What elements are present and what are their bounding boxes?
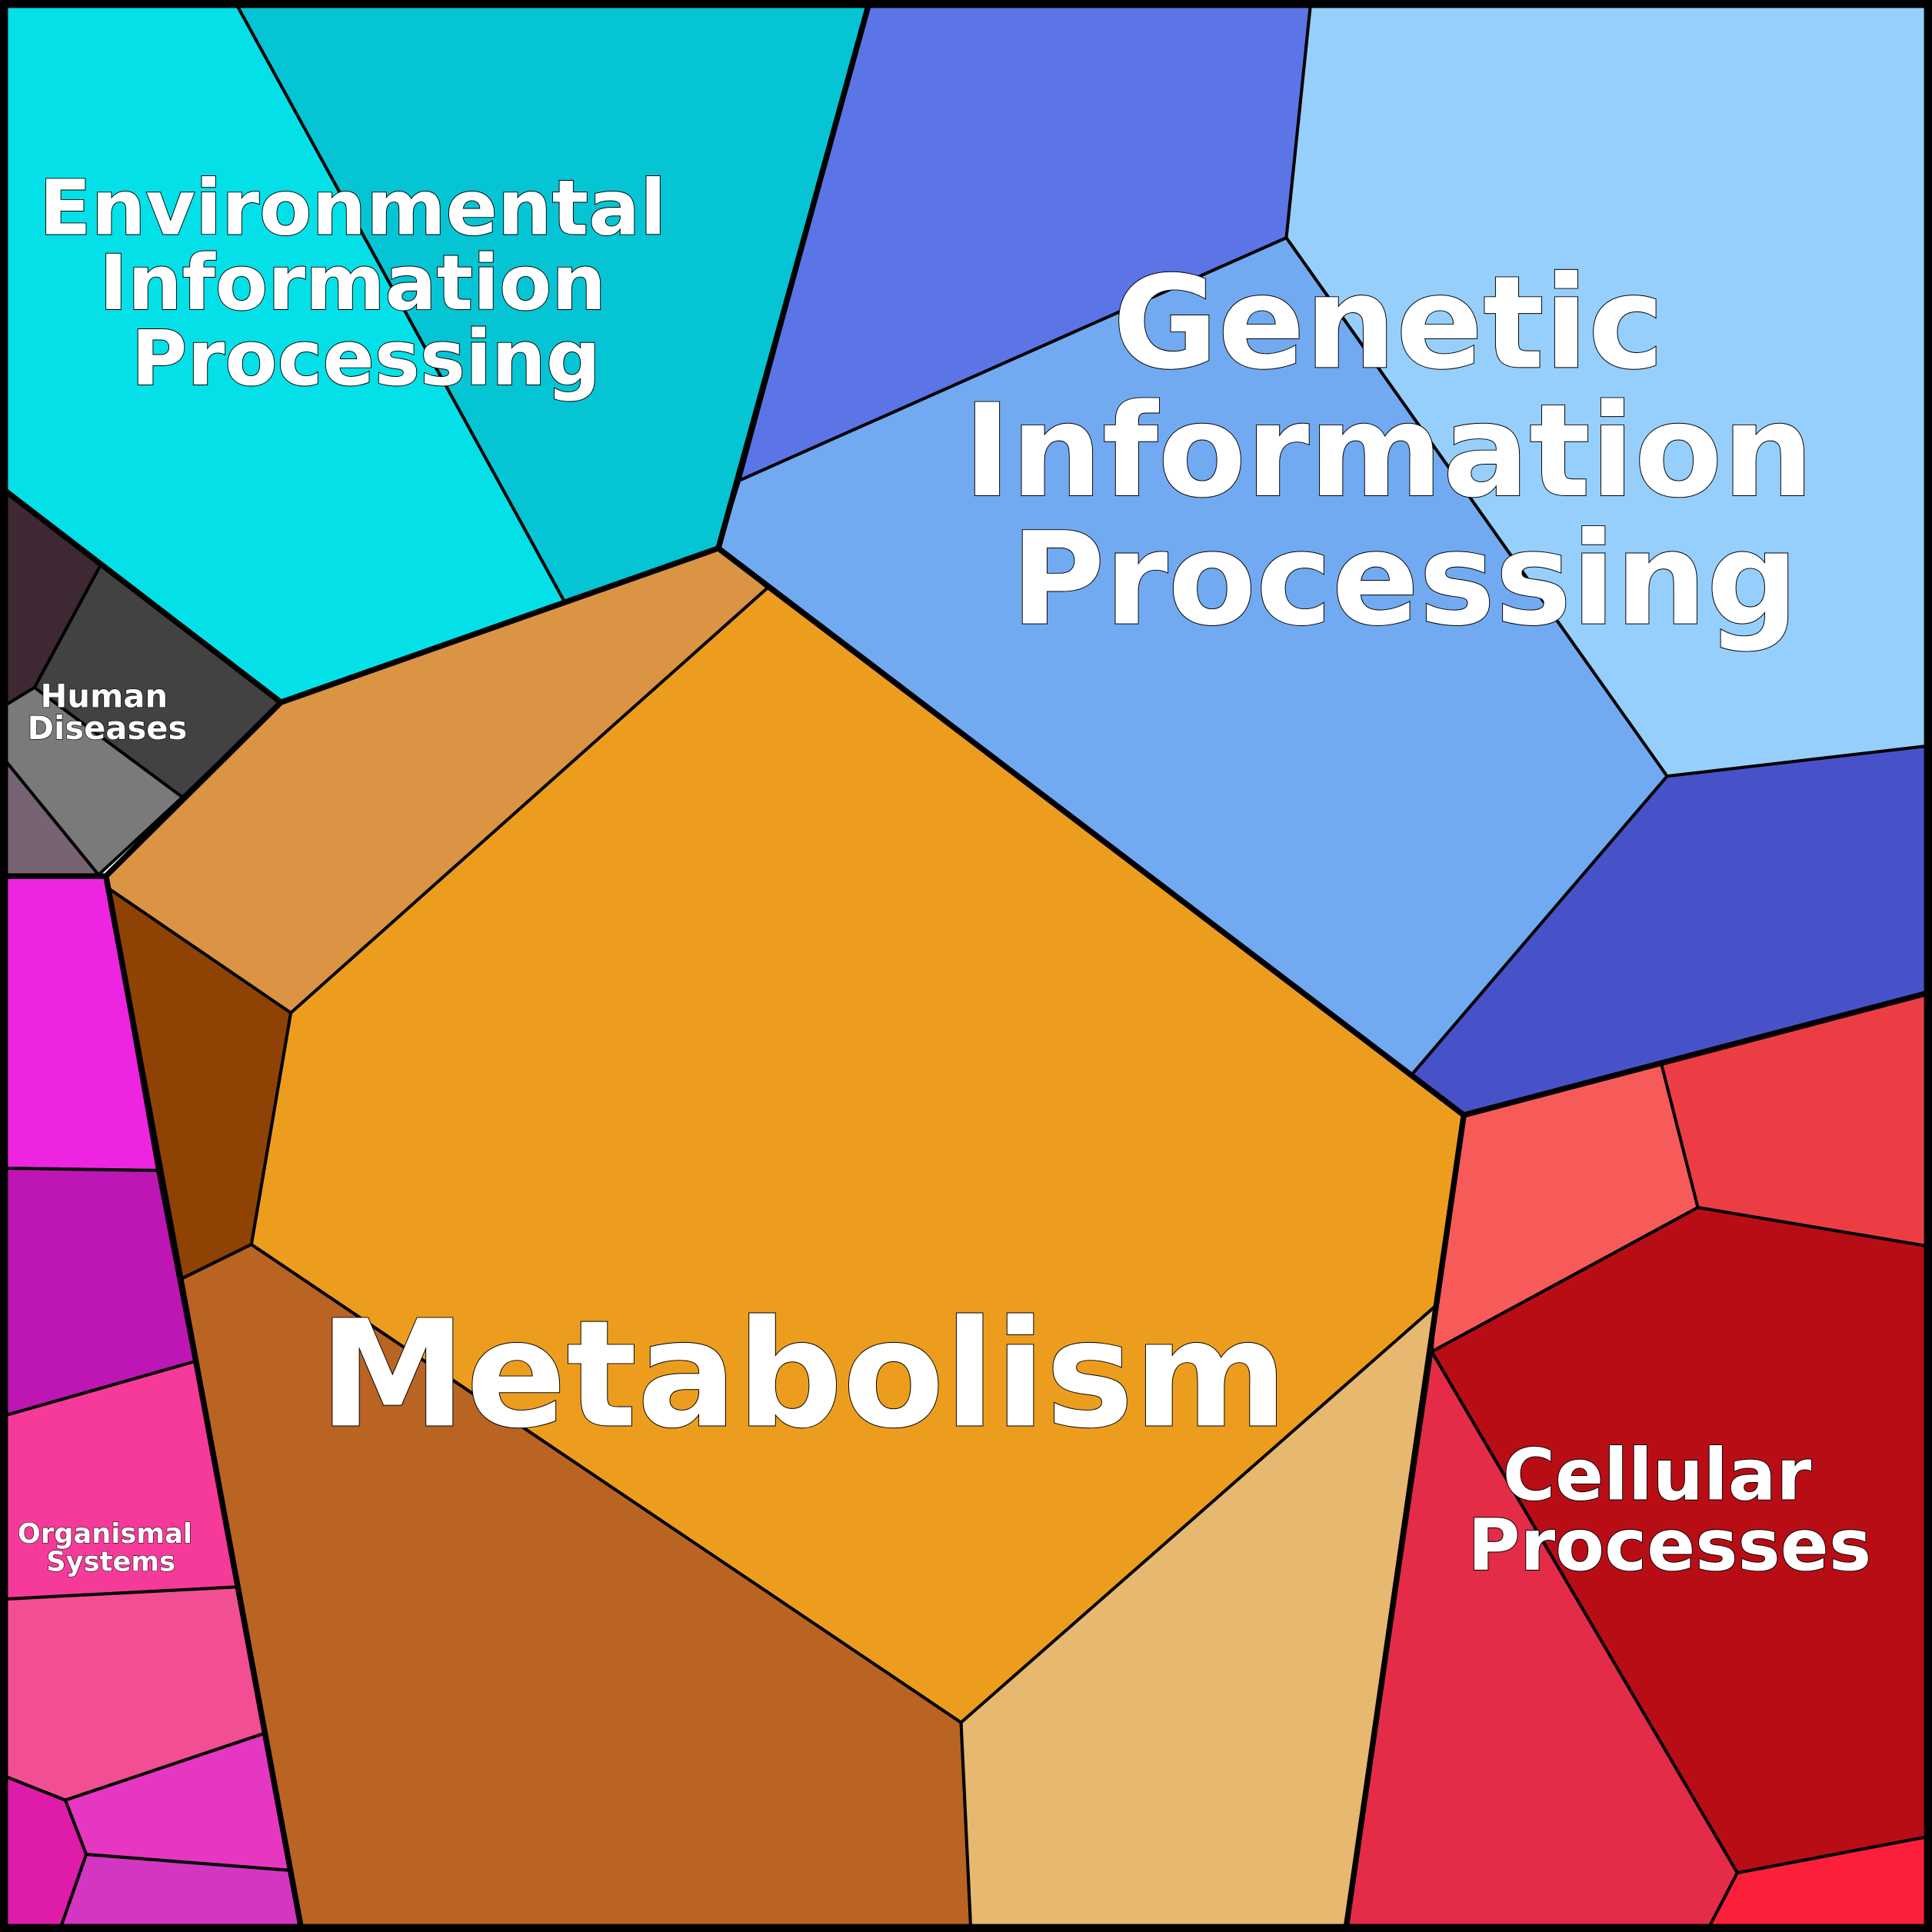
boundary-organismal [0, 873, 305, 1932]
label-line: Environmental [39, 164, 666, 252]
label-line: Processes [1467, 1504, 1871, 1587]
label-line: Human [41, 678, 168, 715]
cell-cellular-5[interactable] [1704, 1834, 1932, 1932]
boundary-cellular [1342, 989, 1932, 1932]
group-metabolism [104, 546, 1466, 1932]
label-line: Cellular [1503, 1434, 1812, 1517]
label-line: Processing [132, 315, 601, 403]
label-organismal: Organismal Systems [18, 1518, 202, 1578]
labels: Environmental Information Processing Gen… [17, 163, 1872, 1587]
label-genetic: Genetic Information Processing [964, 248, 1859, 654]
cell-human-diseases-3[interactable] [0, 685, 185, 877]
group-human-diseases [0, 485, 283, 878]
group-organismal [0, 874, 304, 1932]
cell-organismal-7[interactable] [57, 1853, 304, 1932]
cell-metabolism-5[interactable] [959, 1304, 1437, 1932]
group-genetic [716, 0, 1932, 1117]
label-line: Genetic [1113, 248, 1664, 398]
label-line: Processing [1011, 505, 1798, 655]
label-metabolism: Metabolism [319, 1290, 1287, 1461]
label-line: Information [964, 377, 1814, 526]
label-line: Information [99, 239, 606, 328]
label-line: Organismal [18, 1518, 192, 1550]
label-line: Metabolism [319, 1290, 1287, 1461]
label-line: Diseases [27, 709, 187, 747]
label-line: Systems [46, 1547, 175, 1578]
label-cellular: Cellular Processes [1467, 1434, 1871, 1587]
group-cellular [1344, 990, 1932, 1932]
label-human-diseases: Human Diseases [27, 678, 187, 748]
label-environmental: Environmental Information Processing [39, 164, 693, 402]
